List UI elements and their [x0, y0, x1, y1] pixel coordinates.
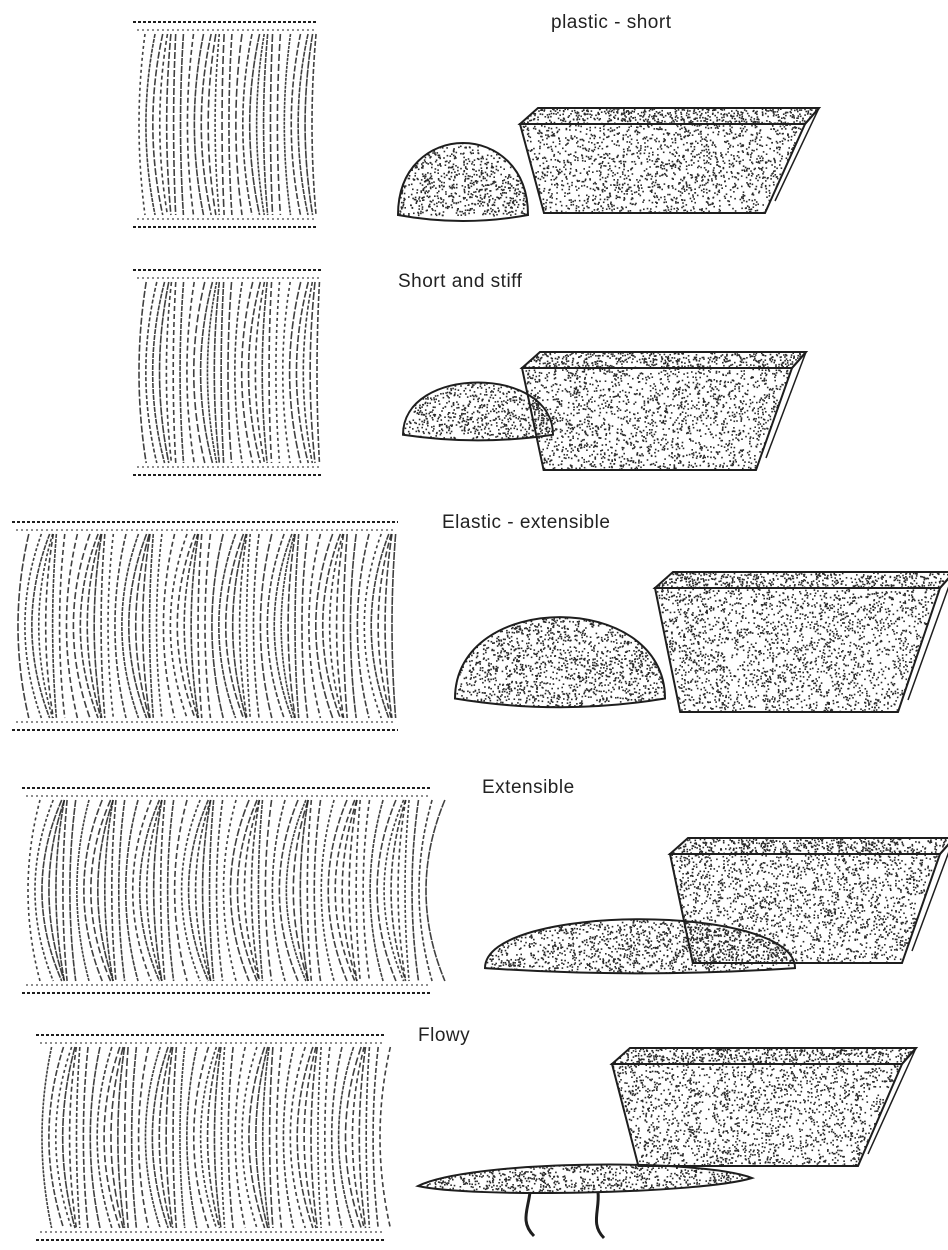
specimen-flowy — [36, 1035, 390, 1240]
specimen-plastic-short — [133, 22, 318, 227]
baking-tin-flowy — [612, 1048, 917, 1168]
baking-tin-extensible — [670, 838, 948, 965]
specimen-extensible — [22, 788, 445, 993]
specimen-short-and-stiff — [133, 270, 323, 475]
baking-tin-plastic-short — [520, 108, 820, 215]
flowy-dough-puddle — [418, 1160, 753, 1238]
dough-ball-plastic-short — [398, 119, 529, 221]
baking-tin-short-and-stiff — [522, 352, 808, 472]
baking-tin-elastic-extensible — [655, 572, 948, 714]
specimen-elastic-extensible — [12, 522, 398, 730]
dough-ball-elastic-extensible — [455, 590, 667, 732]
